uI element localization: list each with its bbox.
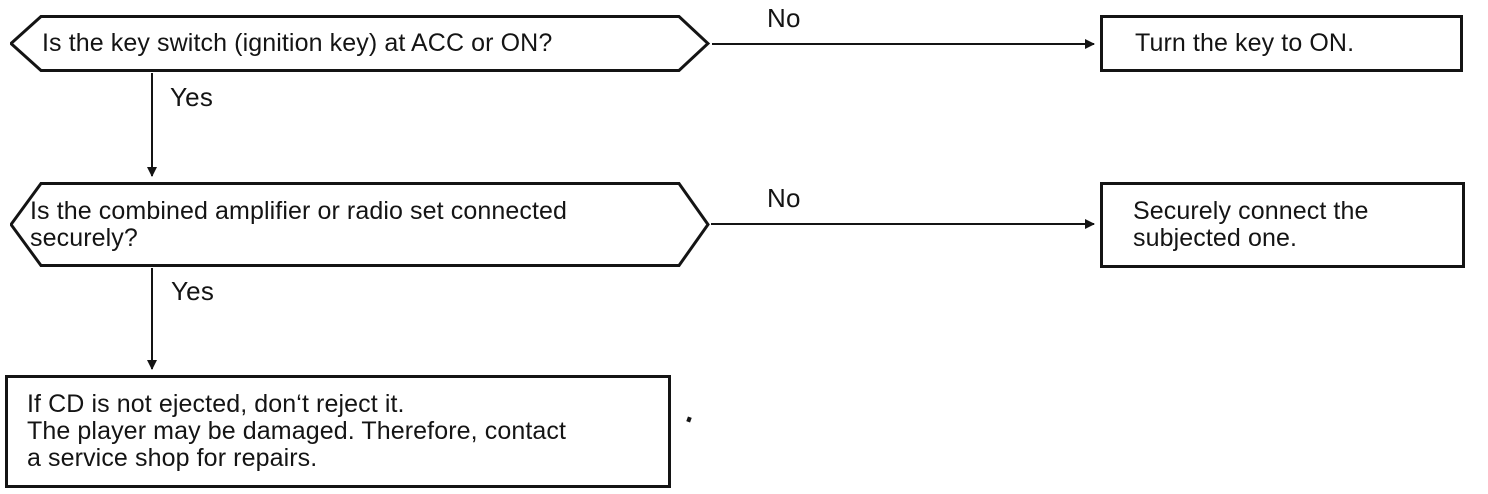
action-turn-key-on: Turn the key to ON. [1100, 15, 1463, 72]
edge-label-yes-2: Yes [171, 276, 215, 306]
decision-key-switch: Is the key switch (ignition key) at ACC … [10, 15, 710, 72]
edge-label-yes-1: Yes [170, 82, 214, 112]
edge-label-no-1: No [767, 3, 801, 33]
action-connect-securely: Securely connect the subjected one. [1100, 182, 1465, 268]
action-turn-key-on-text: Turn the key to ON. [1135, 29, 1355, 57]
hexagon-shape [10, 182, 710, 267]
decision-key-switch-text: Is the key switch (ignition key) at ACC … [42, 29, 553, 57]
decision-amplifier-connected-text: Is the combined amplifier or radio set c… [30, 196, 568, 252]
ink-speck [686, 416, 692, 423]
action-connect-securely-text: Securely connect the subjected one. [1133, 197, 1369, 252]
terminal-contact-service-text: If CD is not ejected, don‘t reject it. T… [27, 390, 567, 472]
decision-amplifier-connected: Is the combined amplifier or radio set c… [10, 182, 710, 267]
terminal-contact-service: If CD is not ejected, don‘t reject it. T… [5, 375, 671, 488]
edge-label-no-2: No [767, 183, 801, 213]
hexagon-shape [10, 15, 710, 72]
